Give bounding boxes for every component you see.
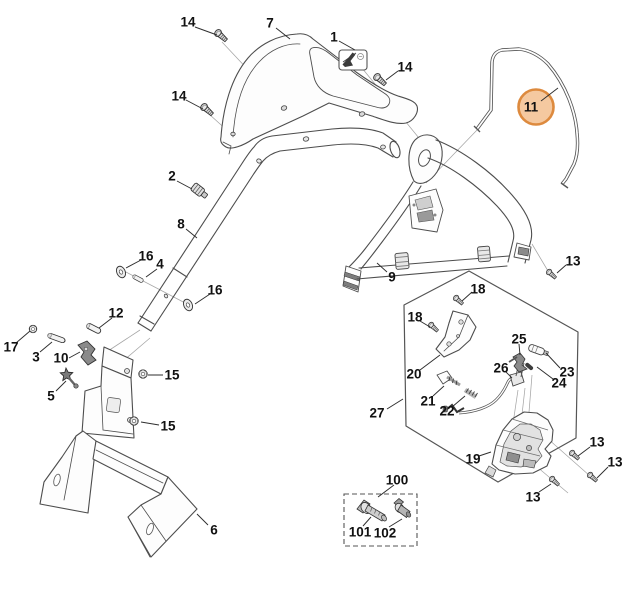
callout-22[interactable]: 22 <box>439 404 454 419</box>
callout-9[interactable]: 9 <box>388 270 396 285</box>
callout-27[interactable]: 27 <box>369 406 384 421</box>
pin-part-24[interactable] <box>524 362 534 371</box>
handle-tube[interactable] <box>137 127 402 332</box>
accessory-box-100 <box>343 493 418 547</box>
callout-16-2[interactable]: 16 <box>207 283 223 298</box>
lower-handle-frame[interactable] <box>39 346 198 558</box>
part-1-pictogram-icon[interactable] <box>338 49 368 71</box>
callout-5[interactable]: 5 <box>47 389 55 404</box>
washer-16-icon[interactable] <box>114 264 128 280</box>
callout-4[interactable]: 4 <box>156 257 164 272</box>
spring-part-22[interactable] <box>463 388 478 399</box>
bracket-part-20[interactable] <box>435 310 477 358</box>
callout-2[interactable]: 2 <box>168 169 176 184</box>
callout-10[interactable]: 10 <box>53 351 68 366</box>
callout-102[interactable]: 102 <box>374 526 397 541</box>
nut-part-17[interactable] <box>28 324 38 334</box>
callout-12[interactable]: 12 <box>108 306 123 321</box>
bracket-part-21[interactable] <box>436 370 461 387</box>
callout-20[interactable]: 20 <box>406 367 421 382</box>
upper-handle-shell[interactable] <box>220 33 418 155</box>
part-102[interactable] <box>393 497 412 519</box>
pin-part-12[interactable] <box>85 322 103 335</box>
subassembly-27-boundary <box>403 270 579 483</box>
screw-18-icon[interactable] <box>426 320 440 334</box>
callout-14-1[interactable]: 14 <box>180 15 196 30</box>
callout-13-3[interactable]: 13 <box>607 455 623 470</box>
pin-part-4[interactable] <box>131 273 145 284</box>
callout-18-1[interactable]: 18 <box>470 282 486 297</box>
callout-14-2[interactable]: 14 <box>397 60 413 75</box>
washer-16-icon[interactable] <box>181 297 195 313</box>
callout-13-2[interactable]: 13 <box>589 435 605 450</box>
rod-part-3[interactable] <box>46 332 67 344</box>
callout-7[interactable]: 7 <box>266 16 274 31</box>
callout-21[interactable]: 21 <box>420 394 436 409</box>
callout-3[interactable]: 3 <box>32 350 40 365</box>
nut-part-15[interactable] <box>129 416 139 426</box>
callout-19[interactable]: 19 <box>465 452 480 467</box>
bolt-14-icon[interactable] <box>198 101 216 118</box>
callouts-layer: 1 2 3 4 5 6 7 8 9 10 11 12 13 13 13 13 1… <box>3 15 623 541</box>
gearbox-housing[interactable] <box>484 411 554 478</box>
rib-plug-part-2[interactable] <box>190 182 209 200</box>
console-bracket[interactable] <box>342 134 533 293</box>
callout-13-4[interactable]: 13 <box>525 490 541 505</box>
callout-1[interactable]: 1 <box>330 30 338 45</box>
star-knob-part-5[interactable] <box>59 366 79 389</box>
callout-11-highlighted[interactable]: 11 <box>524 100 539 115</box>
callout-26[interactable]: 26 <box>493 361 509 376</box>
callout-6[interactable]: 6 <box>210 523 218 538</box>
leader-lines <box>15 26 609 528</box>
callout-18-2[interactable]: 18 <box>407 310 423 325</box>
callout-16-1[interactable]: 16 <box>138 249 154 264</box>
callout-15-1[interactable]: 15 <box>164 368 180 383</box>
lever-part-10[interactable] <box>77 340 97 366</box>
cable-assembly[interactable] <box>442 344 549 415</box>
callout-101[interactable]: 101 <box>349 525 372 540</box>
bail-handle[interactable] <box>473 47 580 189</box>
highlight-circle-part-11[interactable] <box>517 87 559 126</box>
callout-23[interactable]: 23 <box>559 365 575 380</box>
bolt-14-icon[interactable] <box>212 27 230 44</box>
callout-100[interactable]: 100 <box>386 473 409 488</box>
callout-8[interactable]: 8 <box>177 217 185 232</box>
part-101[interactable] <box>356 499 388 522</box>
nut-part-15[interactable] <box>138 369 148 379</box>
callout-13-1[interactable]: 13 <box>565 254 581 269</box>
screw-13-icon[interactable] <box>585 470 599 484</box>
callout-14-3[interactable]: 14 <box>171 89 187 104</box>
callout-25[interactable]: 25 <box>511 332 527 347</box>
callout-15-2[interactable]: 15 <box>160 419 176 434</box>
callout-17[interactable]: 17 <box>3 340 18 355</box>
callout-24[interactable]: 24 <box>551 376 567 391</box>
